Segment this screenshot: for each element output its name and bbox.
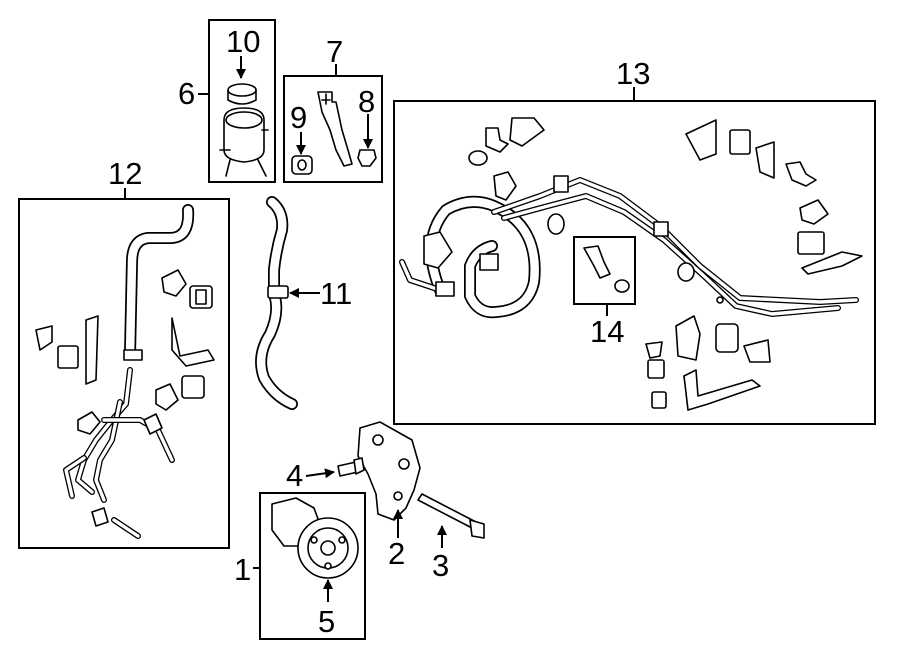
callout-5: 5 xyxy=(318,604,335,639)
callout-4: 4 xyxy=(286,458,303,493)
pressure-line-assembly xyxy=(399,117,863,411)
short-bolt xyxy=(337,457,365,477)
bracket-part xyxy=(317,91,353,167)
return-hose xyxy=(255,196,298,410)
clip-part xyxy=(357,149,377,167)
reservoir-cap xyxy=(227,83,257,105)
long-bolt xyxy=(417,493,485,539)
callout-3: 3 xyxy=(432,548,449,583)
pressure-sensor xyxy=(583,245,630,293)
callout-10: 10 xyxy=(226,24,260,59)
return-line-assembly xyxy=(35,204,215,539)
power-steering-pump xyxy=(271,497,359,579)
group-box-bracket xyxy=(283,75,383,183)
callout-2: 2 xyxy=(388,536,405,571)
callout-6: 6 xyxy=(178,76,195,111)
callout-13: 13 xyxy=(616,56,650,91)
grommet-part xyxy=(291,155,313,175)
group-box-pump xyxy=(259,492,366,640)
callout-1: 1 xyxy=(234,552,251,587)
callout-12: 12 xyxy=(108,156,142,191)
callout-11: 11 xyxy=(320,276,352,311)
callout-8: 8 xyxy=(358,84,375,119)
pump-mount-bracket xyxy=(357,421,421,521)
callout-14: 14 xyxy=(590,314,624,349)
reservoir-tank xyxy=(219,107,269,177)
group-box-return-line xyxy=(18,198,230,549)
sub-box-sensor xyxy=(573,236,636,305)
callout-7: 7 xyxy=(326,34,343,69)
callout-9: 9 xyxy=(290,100,307,135)
leader-lines xyxy=(124,56,635,602)
group-box-reservoir xyxy=(208,19,276,183)
